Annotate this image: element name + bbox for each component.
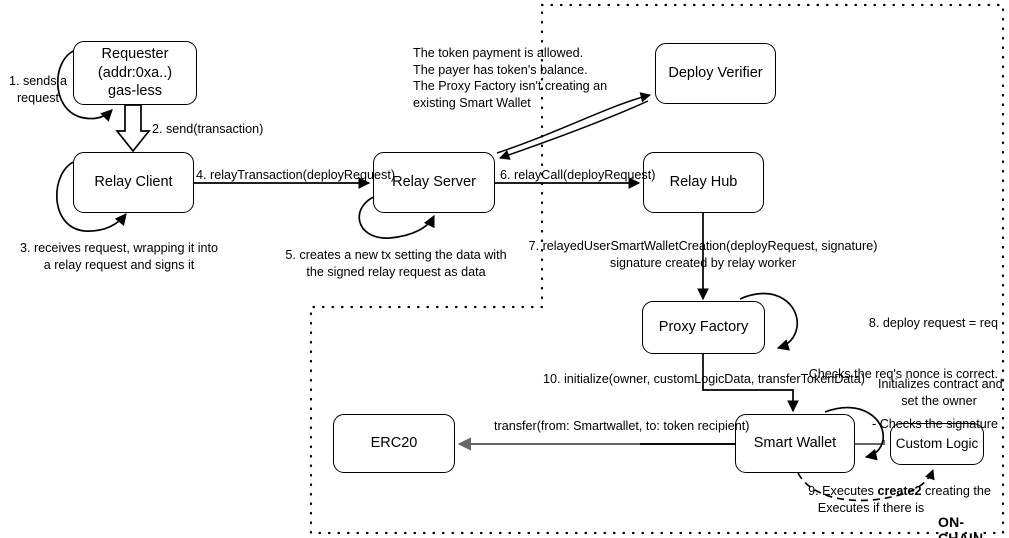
node-relay-hub-line-1: Relay Hub (669, 174, 738, 191)
label-step-8-line-1: 8. deploy request = req (868, 316, 998, 331)
label-step-5: 5. creates a new tx setting the data wit… (285, 248, 507, 279)
label-step-3: 3. receives request, wrapping it into a … (19, 241, 219, 272)
node-proxy-factory-label: Proxy Factory (643, 318, 764, 337)
onchain-boundary-upper (309, 3, 1005, 535)
label-initializes-contract: Initializes contract and set the owner (878, 377, 1003, 408)
node-smart-wallet[interactable]: Smart Wallet (735, 414, 855, 473)
node-relay-hub-label: Relay Hub (644, 173, 763, 192)
node-proxy-factory[interactable]: Proxy Factory (642, 301, 765, 354)
label-step-9-create2: create2 (877, 483, 922, 498)
label-step-9-line-1: 9. Executes create2 creating the (780, 466, 998, 516)
node-proxy-factory-line-1: Proxy Factory (658, 319, 749, 336)
node-custom-logic-line-1: Custom Logic (895, 436, 979, 452)
arrow-relay-server-self-loop (358, 195, 435, 239)
arrow-smart-wallet-self-loop (824, 406, 884, 461)
node-deploy-verifier-label: Deploy Verifier (656, 64, 775, 83)
arrow-verifier-to-server (499, 100, 649, 160)
label-step-8-9: 8. deploy request = req - Checks the req… (780, 282, 998, 538)
arrow-transfer-to-erc20 (457, 437, 885, 451)
label-step-8-line-3: - Checks the signature (872, 416, 998, 431)
label-step-2: 2. send(transaction) (152, 122, 264, 136)
node-relay-hub[interactable]: Relay Hub (643, 152, 764, 213)
node-custom-logic-label: Custom Logic (891, 435, 983, 453)
label-executes-if-there-is: Executes if there is (817, 501, 925, 515)
arrow-relay-client-self-loop (56, 160, 127, 232)
arrow-send-transaction-block (115, 104, 151, 153)
node-relay-server-label: Relay Server (374, 173, 494, 192)
node-smart-wallet-line-1: Smart Wallet (753, 435, 837, 452)
label-step-9-prefix: 9. Executes (808, 483, 878, 498)
node-requester-line-3: gas-less (108, 83, 162, 100)
node-smart-wallet-label: Smart Wallet (736, 434, 854, 453)
node-erc20-label: ERC20 (334, 434, 454, 453)
label-step-6: 6. relayCall(deployRequest) (500, 168, 656, 182)
label-step-1: 1. sends a request (8, 74, 68, 105)
label-step-4: 4. relayTransaction(deployRequest) (196, 168, 396, 182)
label-deploy-verifier-note: The token payment is allowed. The payer … (413, 46, 608, 111)
node-custom-logic[interactable]: Custom Logic (890, 423, 984, 465)
label-step-10: 10. initialize(owner, customLogicData, t… (543, 372, 865, 386)
label-on-chain: ON-CHAIN (938, 514, 984, 538)
node-requester-label: Requester (addr:0xa..) gas-less (74, 45, 196, 102)
arrow-requester-self-loop (56, 49, 113, 122)
arrow-proxy-factory-self-loop (739, 292, 798, 351)
node-erc20[interactable]: ERC20 (333, 414, 455, 473)
label-transfer: transfer(from: Smartwallet, to: token re… (494, 419, 750, 433)
arrow-initialize (702, 354, 799, 413)
arrow-server-to-verifier (496, 92, 652, 154)
node-requester-line-1: Requester (101, 45, 169, 62)
node-relay-client-label: Relay Client (74, 173, 193, 192)
node-deploy-verifier-line-1: Deploy Verifier (668, 65, 763, 82)
node-relay-client-line-1: Relay Client (94, 174, 173, 191)
label-step-7: 7. relayedUserSmartWalletCreation(deploy… (528, 239, 878, 270)
node-requester[interactable]: Requester (addr:0xa..) gas-less (73, 41, 197, 105)
node-relay-server[interactable]: Relay Server (373, 152, 495, 213)
node-erc20-line-1: ERC20 (370, 435, 418, 452)
node-relay-server-line-1: Relay Server (392, 174, 476, 191)
label-step-9-suffix: creating the (921, 483, 991, 498)
label-step-8-line-2: - Checks the req's nonce is correct. (801, 366, 998, 381)
node-relay-client[interactable]: Relay Client (73, 152, 194, 213)
node-deploy-verifier[interactable]: Deploy Verifier (655, 43, 776, 104)
node-requester-line-2: (addr:0xa..) (97, 64, 173, 81)
